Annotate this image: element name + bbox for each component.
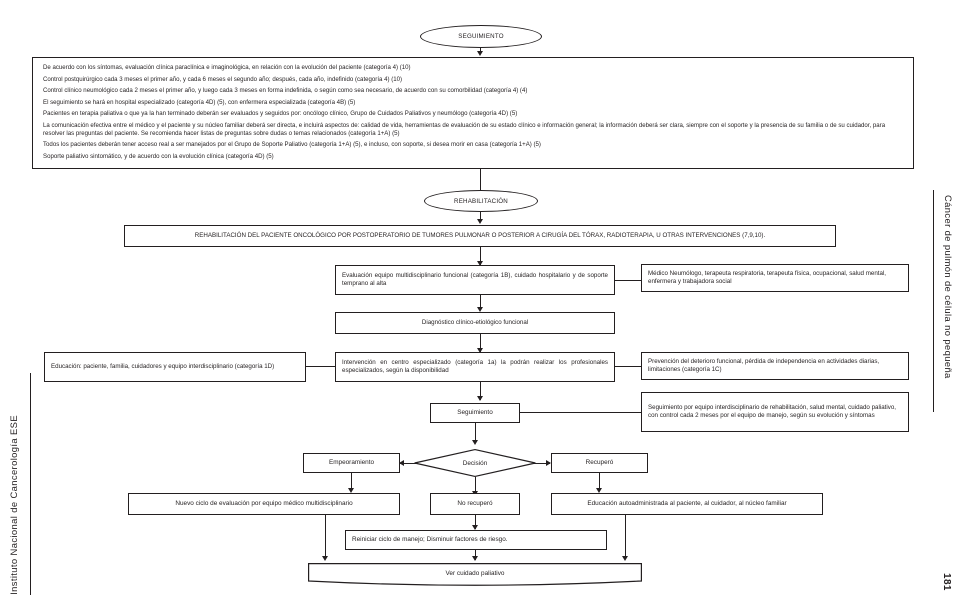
- seguimiento-equipo-text: Seguimiento por equipo interdisciplinari…: [648, 403, 896, 419]
- diagnostico-box: Diagnóstico clínico-etiológico funcional: [335, 312, 615, 334]
- right-margin-rule: [933, 190, 934, 412]
- arrow-down-header: [477, 261, 483, 266]
- decision-diamond: Decisión: [414, 449, 536, 477]
- connector-topblock-to-rehab: [480, 169, 481, 190]
- arrow-left-empeoramiento: [399, 460, 404, 466]
- connector-nuevociclo-to-vercuidado: [325, 515, 326, 559]
- connector-seguimiento-to-decision: [475, 423, 476, 443]
- nuevo-ciclo-box: Nuevo ciclo de evaluación por equipo méd…: [128, 493, 400, 515]
- arrow-down-recupero: [596, 488, 602, 493]
- educacion-paciente-text: Educación: paciente, familia, cuidadores…: [51, 362, 275, 370]
- nuevo-ciclo-text: Nuevo ciclo de evaluación por equipo méd…: [175, 499, 353, 507]
- rehabilitacion-header-box: REHABILITACIÓN DEL PACIENTE ONCOLÓGICO P…: [124, 225, 836, 247]
- connector-norecupero-to-reiniciar: [475, 515, 476, 529]
- ver-cuidado-paliativo-banner: Ver cuidado paliativo: [308, 563, 642, 587]
- seguimiento-box: Seguimiento: [430, 403, 520, 423]
- educacion-auto-text: Educación autoadministrada al paciente, …: [587, 499, 787, 507]
- right-running-title: Cáncer de pulmón de célula no pequeña: [943, 195, 954, 379]
- no-recupero-box: No recuperó: [430, 493, 520, 515]
- evaluacion-equipo-text: Evaluación equipo multidisciplinario fun…: [342, 271, 608, 287]
- arrow-right-recupero: [546, 460, 551, 466]
- reiniciar-ciclo-box: Reiniciar ciclo de manejo; Disminuir fac…: [345, 530, 607, 550]
- intervencion-centro-text: Intervención en centro especializado (ca…: [342, 358, 608, 374]
- rehabilitacion-terminator-label: REHABILITACIÓN: [454, 197, 508, 205]
- arrow-down-nuevociclo: [322, 556, 328, 561]
- connector-intervencion-to-seguimiento: [480, 382, 481, 400]
- recupero-text: Recuperó: [585, 458, 614, 466]
- connector-educacionauto-to-vercuidado: [625, 515, 626, 559]
- connector-empeoramiento-to-nuevociclo: [351, 473, 352, 491]
- diagnostico-text: Diagnóstico clínico-etiológico funcional: [421, 318, 529, 326]
- seguimiento-bullet: Control clínico neumológico cada 2 meses…: [43, 87, 528, 95]
- intervencion-centro-box: Intervención en centro especializado (ca…: [335, 352, 615, 382]
- educacion-auto-box: Educación autoadministrada al paciente, …: [551, 493, 823, 515]
- connector-seguimiento-to-top-block: [480, 48, 481, 53]
- seguimiento-box-text: Seguimiento: [457, 408, 493, 416]
- ver-cuidado-banner-shape: [308, 563, 642, 587]
- empeoramiento-box: Empeoramiento: [303, 453, 400, 473]
- arrow-down-diagnostico: [477, 348, 483, 353]
- rehabilitacion-terminator: REHABILITACIÓN: [424, 190, 538, 212]
- reiniciar-ciclo-text: Reiniciar ciclo de manejo; Disminuir fac…: [352, 535, 508, 543]
- no-recupero-text: No recuperó: [457, 499, 493, 507]
- arrow-down-empeoramiento: [348, 488, 354, 493]
- recupero-box: Recuperó: [551, 453, 648, 473]
- empeoramiento-text: Empeoramiento: [328, 458, 375, 466]
- seguimiento-bullet: El seguimiento se hará en hospital espec…: [43, 98, 356, 106]
- left-margin-rule: [30, 373, 31, 595]
- arrow-down-educacionauto: [622, 556, 628, 561]
- arrow-down-rehab: [477, 219, 483, 224]
- decision-label: Decisión: [462, 459, 488, 467]
- evaluacion-equipo-box: Evaluación equipo multidisciplinario fun…: [335, 265, 615, 295]
- arrow-down-seguimiento-box: [472, 440, 478, 445]
- seguimiento-bullet: La comunicación efectiva entre el médico…: [43, 121, 886, 137]
- seguimiento-bullet: Control postquirúrgico cada 3 meses el p…: [43, 75, 403, 83]
- connector-decision-to-empeoramiento: [400, 463, 416, 464]
- connector-decision-to-recupero: [534, 463, 550, 464]
- connector-educacion-to-intervencion: [306, 366, 335, 367]
- seguimiento-bullet: De acuerdo con los síntomas, evaluación …: [43, 64, 411, 71]
- prevencion-deterioro-box: Prevención del deterioro funcional, pérd…: [641, 352, 909, 380]
- seguimiento-bullet: Todos los pacientes deberán tener acceso…: [43, 141, 541, 149]
- seguimiento-bullet: Pacientes en terapia paliativa o que ya …: [43, 110, 518, 118]
- arrow-down-reiniciar: [472, 556, 478, 561]
- connector-decision-to-norecupero: [475, 477, 476, 494]
- connector-diagnostico-to-intervencion: [480, 334, 481, 352]
- ver-cuidado-label: Ver cuidado paliativo: [445, 570, 505, 577]
- seguimiento-terminator: SEGUIMIENTO: [420, 25, 542, 48]
- arrow-down-evaluacion: [477, 307, 483, 312]
- connector-rehab-to-header: [480, 212, 481, 221]
- rehabilitacion-header-text: REHABILITACIÓN DEL PACIENTE ONCOLÓGICO P…: [194, 231, 766, 239]
- equipo-miembros-box: Médico Neumólogo, terapeuta respiratoria…: [641, 264, 909, 292]
- page-number: 181: [941, 573, 952, 591]
- connector-evaluacion-to-diagnostico: [480, 295, 481, 310]
- connector-header-to-evaluacion: [480, 247, 481, 265]
- seguimiento-bullet: Soporte paliativo sintomático, y de acue…: [43, 152, 274, 160]
- arrow-down-intervencion: [477, 396, 483, 401]
- left-running-title: Instituto Nacional de Cancerología ESE: [8, 415, 19, 595]
- connector-intervencion-to-prevencion: [615, 366, 641, 367]
- connector-recupero-to-educacionauto: [599, 473, 600, 491]
- seguimiento-terminator-label: SEGUIMIENTO: [458, 33, 504, 40]
- seguimiento-recommendations-block: De acuerdo con los síntomas, evaluación …: [32, 57, 914, 169]
- prevencion-deterioro-text: Prevención del deterioro funcional, pérd…: [648, 357, 880, 373]
- arrow-down-norecupero: [472, 525, 478, 530]
- equipo-miembros-text: Médico Neumólogo, terapeuta respiratoria…: [648, 269, 887, 285]
- educacion-paciente-box: Educación: paciente, familia, cuidadores…: [44, 352, 306, 382]
- connector-reiniciar-to-vercuidado: [475, 550, 476, 560]
- arrow-down-seguimiento: [477, 51, 483, 56]
- connector-evaluacion-to-miembros: [615, 280, 641, 281]
- connector-seguimiento-to-equipo: [520, 412, 641, 413]
- decision-diamond-shape: [414, 449, 536, 477]
- seguimiento-equipo-box: Seguimiento por equipo interdisciplinari…: [641, 392, 909, 432]
